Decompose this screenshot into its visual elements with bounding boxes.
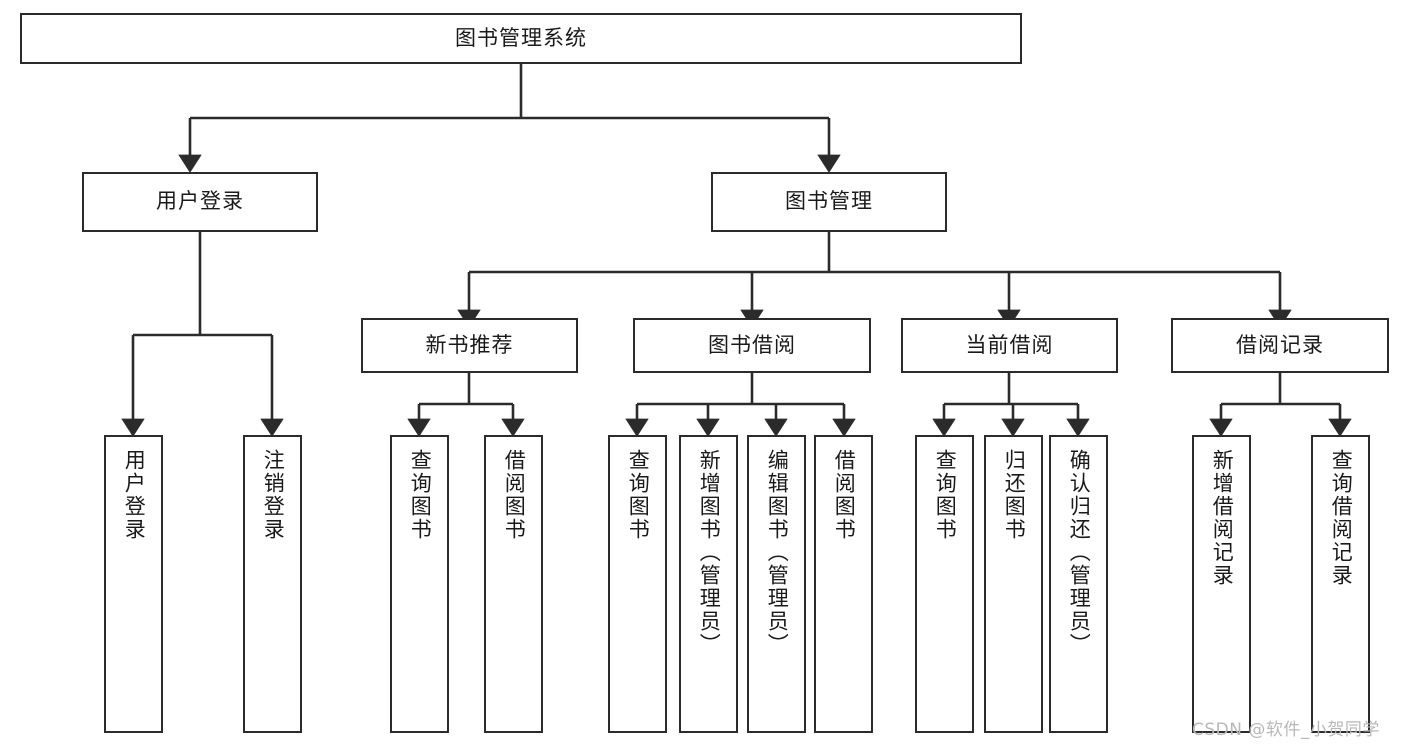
leaf-current-borrow-return-label: 归还图书	[1002, 449, 1027, 541]
leaf-current-borrow-confirm[interactable]: 确认归还（管理员）	[1049, 435, 1108, 733]
node-book-borrow[interactable]: 图书借阅	[633, 318, 871, 373]
leaf-user-login-signout[interactable]: 注销登录	[243, 435, 302, 733]
node-borrow-record-label: 借阅记录	[1236, 332, 1324, 357]
node-book-manage-label: 图书管理	[785, 189, 873, 214]
leaf-borrow-record-add-label: 新增借阅记录	[1210, 449, 1235, 587]
leaf-book-borrow-query[interactable]: 查询图书	[608, 435, 667, 733]
node-user-login-label: 用户登录	[156, 189, 244, 214]
leaf-book-borrow-add-label: 新增图书（管理员）	[697, 449, 722, 656]
leaf-new-book-query[interactable]: 查询图书	[390, 435, 449, 733]
leaf-new-book-borrow-label: 借阅图书	[502, 449, 527, 541]
leaf-book-borrow-add[interactable]: 新增图书（管理员）	[679, 435, 738, 733]
leaf-book-borrow-lend[interactable]: 借阅图书	[814, 435, 873, 733]
node-current-borrow-label: 当前借阅	[965, 332, 1054, 357]
leaf-book-borrow-edit[interactable]: 编辑图书（管理员）	[747, 435, 806, 733]
node-book-borrow-label: 图书借阅	[708, 332, 796, 357]
node-current-borrow[interactable]: 当前借阅	[901, 318, 1118, 373]
leaf-current-borrow-confirm-label: 确认归还（管理员）	[1067, 449, 1092, 656]
leaf-new-book-borrow[interactable]: 借阅图书	[484, 435, 543, 733]
node-book-manage[interactable]: 图书管理	[711, 172, 947, 232]
leaf-borrow-record-query[interactable]: 查询借阅记录	[1311, 435, 1370, 733]
node-new-book-recommend[interactable]: 新书推荐	[361, 318, 578, 373]
leaf-borrow-record-query-label: 查询借阅记录	[1329, 449, 1354, 587]
leaf-borrow-record-add[interactable]: 新增借阅记录	[1192, 435, 1251, 733]
leaf-user-login-signin-label: 用户登录	[122, 449, 147, 541]
leaf-current-borrow-query-label: 查询图书	[933, 449, 958, 541]
leaf-book-borrow-lend-label: 借阅图书	[832, 449, 857, 541]
leaf-user-login-signout-label: 注销登录	[261, 449, 286, 541]
node-borrow-record[interactable]: 借阅记录	[1171, 318, 1389, 373]
leaf-user-login-signin[interactable]: 用户登录	[104, 435, 163, 733]
node-new-book-recommend-label: 新书推荐	[425, 332, 514, 357]
leaf-current-borrow-return[interactable]: 归还图书	[984, 435, 1043, 733]
node-root-system-label: 图书管理系统	[455, 25, 587, 50]
leaf-book-borrow-query-label: 查询图书	[626, 449, 651, 541]
node-root-system[interactable]: 图书管理系统	[20, 13, 1022, 64]
leaf-new-book-query-label: 查询图书	[408, 449, 433, 541]
leaf-current-borrow-query[interactable]: 查询图书	[915, 435, 974, 733]
leaf-book-borrow-edit-label: 编辑图书（管理员）	[765, 449, 790, 656]
node-user-login[interactable]: 用户登录	[82, 172, 318, 232]
